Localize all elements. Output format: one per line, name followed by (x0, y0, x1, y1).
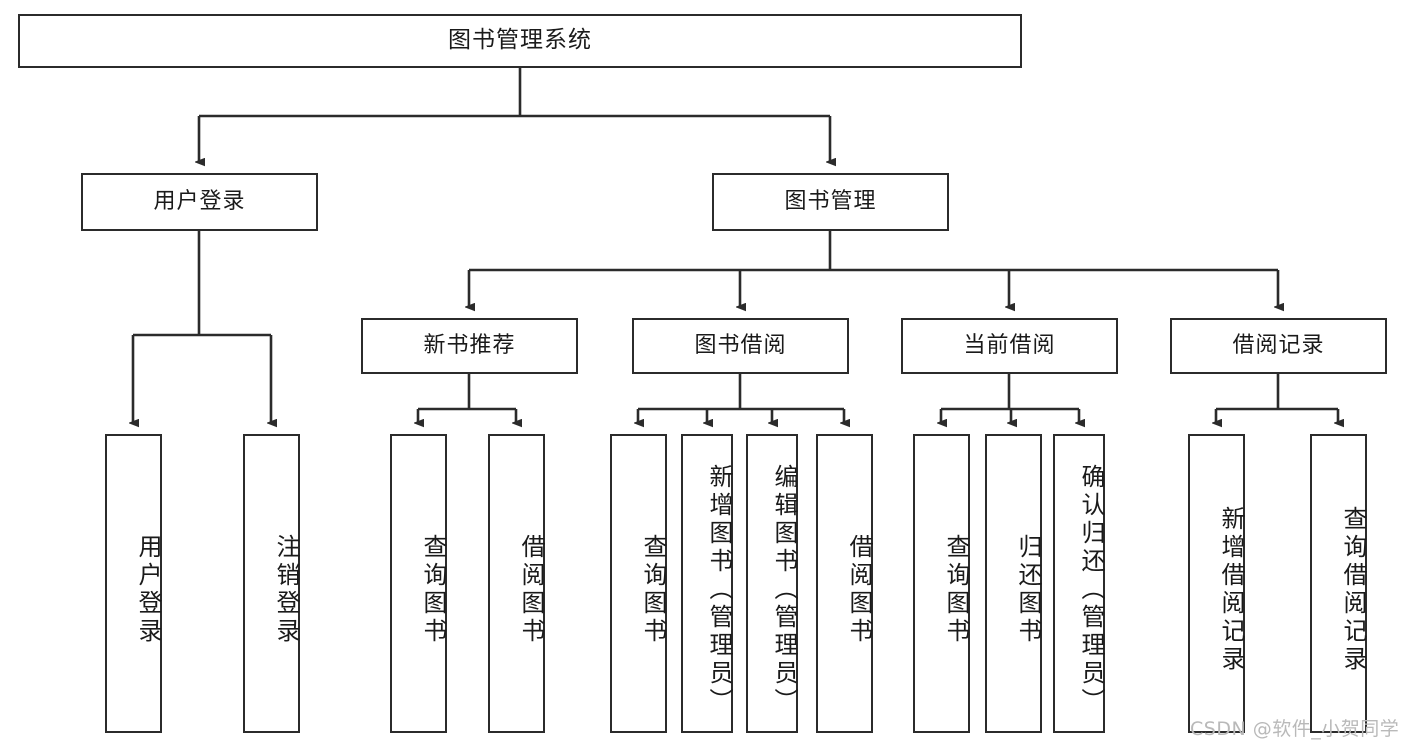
leaf-logout-label: 注销登录 (272, 533, 300, 646)
leaf-query-books-recommend-label: 查询图书 (419, 533, 447, 646)
leaf-borrow-books-recommend-label: 借阅图书 (517, 533, 545, 646)
csdn-watermark: CSDN @软件_小贺同学 (1190, 718, 1400, 740)
leaf-add-book-admin-label: 新增图书（管理员） (705, 463, 733, 716)
leaf-user-login-label: 用户登录 (134, 533, 162, 646)
node-root[interactable]: 图书管理系统 (18, 14, 1022, 68)
node-new-book-recommend-label: 新书推荐 (423, 332, 516, 358)
leaf-query-books-borrow-label: 查询图书 (639, 533, 667, 646)
node-book-management[interactable]: 图书管理 (712, 173, 949, 231)
leaf-borrow-books-label: 借阅图书 (845, 533, 873, 646)
leaf-add-book-admin[interactable]: 新增图书（管理员） (681, 434, 733, 733)
leaf-query-books-current-label: 查询图书 (942, 533, 970, 646)
leaf-query-borrow-record[interactable]: 查询借阅记录 (1310, 434, 1367, 733)
node-new-book-recommend[interactable]: 新书推荐 (361, 318, 578, 374)
node-borrow-record-label: 借阅记录 (1232, 332, 1325, 358)
leaf-query-books-borrow[interactable]: 查询图书 (610, 434, 667, 733)
leaf-user-login[interactable]: 用户登录 (105, 434, 162, 733)
node-borrow-record[interactable]: 借阅记录 (1170, 318, 1387, 374)
leaf-edit-book-admin[interactable]: 编辑图书（管理员） (746, 434, 798, 733)
node-book-management-label: 图书管理 (784, 188, 877, 214)
node-current-borrow[interactable]: 当前借阅 (901, 318, 1118, 374)
leaf-edit-book-admin-label: 编辑图书（管理员） (770, 463, 798, 716)
node-book-borrow[interactable]: 图书借阅 (632, 318, 849, 374)
leaf-add-borrow-record[interactable]: 新增借阅记录 (1188, 434, 1245, 733)
node-user-login[interactable]: 用户登录 (81, 173, 318, 231)
node-current-borrow-label: 当前借阅 (963, 332, 1056, 358)
node-root-label: 图书管理系统 (448, 27, 592, 54)
leaf-borrow-books[interactable]: 借阅图书 (816, 434, 873, 733)
leaf-query-books-current[interactable]: 查询图书 (913, 434, 970, 733)
node-user-login-label: 用户登录 (153, 188, 246, 214)
leaf-return-books[interactable]: 归还图书 (985, 434, 1042, 733)
leaf-confirm-return-admin-label: 确认归还（管理员） (1077, 463, 1105, 716)
leaf-return-books-label: 归还图书 (1014, 533, 1042, 646)
leaf-logout[interactable]: 注销登录 (243, 434, 300, 733)
node-book-borrow-label: 图书借阅 (694, 332, 787, 358)
leaf-confirm-return-admin[interactable]: 确认归还（管理员） (1053, 434, 1105, 733)
leaf-query-books-recommend[interactable]: 查询图书 (390, 434, 447, 733)
leaf-borrow-books-recommend[interactable]: 借阅图书 (488, 434, 545, 733)
leaf-query-borrow-record-label: 查询借阅记录 (1339, 505, 1367, 674)
leaf-add-borrow-record-label: 新增借阅记录 (1217, 505, 1245, 674)
